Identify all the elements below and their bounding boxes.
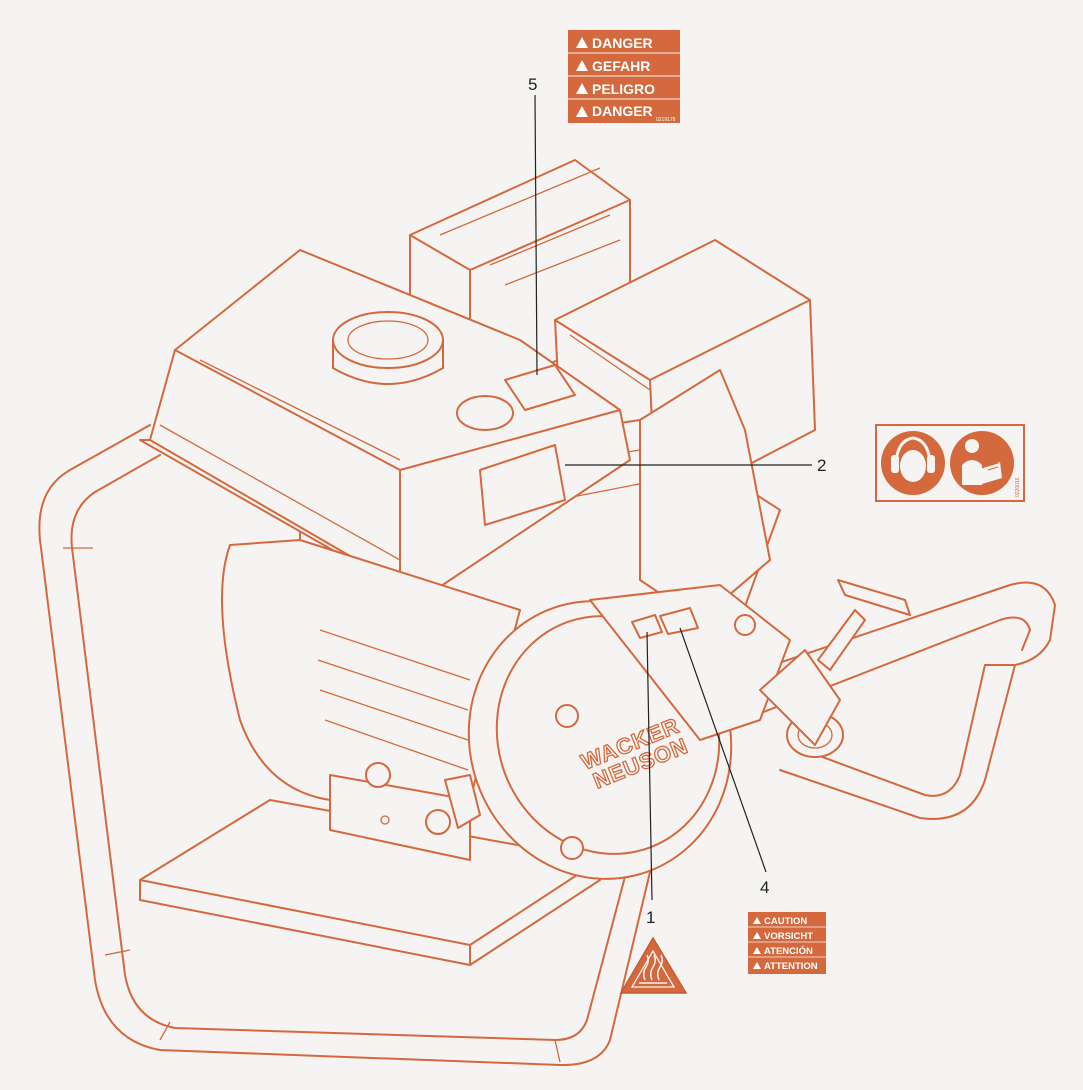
caution-label: CAUTION VORSICHT ATENCIÓN ATTENTION [748, 912, 826, 974]
callout-1: 1 [646, 908, 655, 927]
ppe-label: 0220016 [875, 424, 1025, 502]
frame-tube [38, 424, 1056, 1067]
hearing-protection-icon [891, 436, 935, 482]
caution-line-2: VORSICHT [764, 931, 813, 942]
danger-line-2: GEFAHR [592, 58, 650, 74]
danger-line-3: PELIGRO [592, 81, 655, 97]
hot-surface-icon [639, 954, 667, 984]
callout-2: 2 [817, 456, 826, 475]
caution-line-1: CAUTION [764, 916, 807, 927]
read-manual-icon [962, 439, 1002, 485]
danger-label: DANGER GEFAHR PELIGRO DANGER 0219178 [568, 30, 680, 123]
leader-lines [534, 94, 812, 901]
danger-line-4: DANGER [592, 103, 653, 119]
label-position-1 [631, 614, 663, 639]
danger-line-1: DANGER [592, 35, 653, 51]
hot-surface-label [619, 936, 688, 994]
caution-line-4: ATTENTION [764, 961, 818, 972]
label-position-4 [659, 607, 699, 635]
label-position-5 [504, 364, 576, 411]
warning-triangle-icon [753, 917, 761, 969]
warning-triangle-icon [576, 37, 588, 117]
callout-4: 4 [760, 878, 769, 897]
ppe-code: 0220016 [1015, 477, 1021, 497]
label-position-2 [479, 444, 566, 526]
callout-5: 5 [528, 75, 537, 94]
danger-code: 0219178 [656, 117, 676, 123]
caution-line-3: ATENCIÓN [764, 945, 813, 957]
pump-body [221, 539, 911, 880]
